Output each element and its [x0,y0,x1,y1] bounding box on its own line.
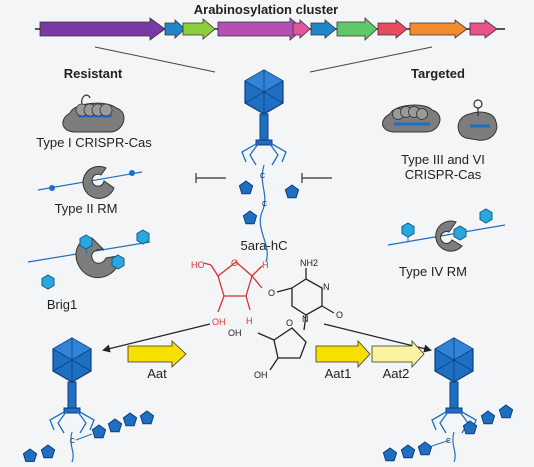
gene-arrow [310,19,337,39]
cluster-connector-line [309,46,433,73]
brig1-label: Brig1 [46,297,78,312]
arabinose-icon [40,444,56,459]
arabinose-icon [242,210,258,225]
targeted-heading: Targeted [411,66,465,81]
type4-rm-label: Type IV RM [399,264,467,279]
aat-gene-arrow [127,340,187,368]
arabinose-icon [417,441,433,456]
carbon-label: C [446,438,451,445]
phage-dna-strand [452,431,456,463]
arabinose-icon [139,410,155,425]
arabinose-icon [22,448,38,463]
type4-rm-icon [387,208,506,252]
hydroxyl-label: OH [228,328,242,338]
phage-dna-strand [70,431,74,463]
aat1-label: Aat1 [324,366,352,381]
phage-dna-strand [259,164,268,263]
carbon-label: C [260,173,265,180]
arabinose-icon [400,444,416,459]
modification-label: 5ara-hC [240,238,288,253]
arabinose-icon [91,424,107,439]
ring-oxygen-label: O [231,258,238,268]
gene-arrow [409,19,468,39]
type2-rm-icon [37,165,143,199]
right-phage-icon [431,337,477,434]
type3-crispr-label-line2: CRISPR-Cas [404,167,482,182]
aat2-gene-arrow [371,339,425,369]
arabinose-icon [382,447,398,462]
ring-oxygen-label: O [286,318,293,328]
hydrogen-label: H [262,260,269,270]
type6-crispr-cas-icon [457,99,498,141]
gene-arrow [39,17,166,41]
gene-arrow [182,18,216,40]
hydroxyl-label: OH [212,317,226,327]
central-phage-icon [241,69,287,166]
arabinose-icon [284,184,300,199]
chemical-structure: HO O H O OH H NH2 N N O OH O OH [191,258,343,380]
type2-rm-label: Type II RM [54,201,118,216]
arabinose-icon [480,410,496,425]
ether-oxygen-label: O [268,288,275,298]
type1-crispr-cas-icon [62,94,125,133]
arabinose-icon [122,412,138,427]
hydroxyl-label: HO [191,260,205,270]
gene-arrow [217,17,304,41]
arabinose-icon [107,418,123,433]
carbonyl-oxygen-label: O [336,310,343,320]
inhibition-symbol-left [195,173,226,183]
type3-crispr-cas-icon [382,104,441,133]
arabinose-icon [238,180,254,195]
type1-crispr-label: Type I CRISPR-Cas [36,135,152,150]
nitrogen-label: N [323,282,330,292]
aat2-label: Aat2 [382,366,410,381]
cluster-title: Arabinosylation cluster [193,2,339,17]
left-phage-icon [49,337,95,434]
arabinose-icon [498,404,514,419]
sugar-chain [431,439,451,447]
gene-arrow [377,19,408,39]
aat1-gene-arrow [315,339,371,369]
hydrogen-label: H [246,316,253,326]
gene-arrow [469,19,498,39]
aat-label: Aat [147,366,167,381]
sugar-chain [75,433,93,441]
arrow-to-left-phage [102,323,211,353]
hydroxyl-label: OH [254,370,268,380]
carbon-label: C [70,438,75,445]
inhibition-symbol-right [301,173,332,183]
brig1-icon [27,229,151,290]
gene-arrow [292,19,311,39]
cluster-connector-line [94,46,216,73]
gene-arrow [336,17,378,41]
carbon-label: C [262,201,267,208]
gene-cluster [35,17,505,41]
resistant-heading: Resistant [63,66,123,81]
nitrogen-label: N [302,314,309,324]
amine-label: NH2 [300,258,318,268]
gene-arrow [164,19,186,39]
type3-crispr-label-line1: Type III and VI [401,152,485,167]
